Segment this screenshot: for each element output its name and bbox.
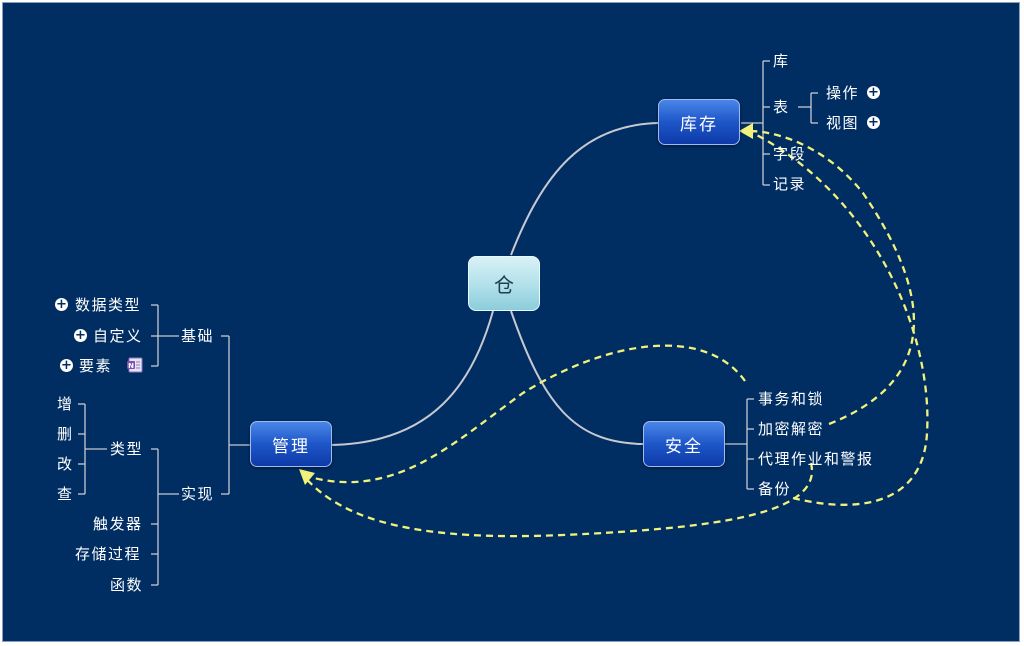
- connector-root-anquan: [510, 310, 644, 445]
- branch-guanli[interactable]: 管理: [250, 421, 332, 467]
- relation-anquan-to-kucun-1: [748, 129, 915, 426]
- topic-ku[interactable]: 库: [773, 52, 790, 70]
- branch-guanli-label: 管理: [272, 436, 310, 457]
- topic-shujuleixing[interactable]: 数据类型: [75, 296, 142, 314]
- connector-root-guanli: [330, 310, 494, 446]
- topic-shiwuhesuo[interactable]: 事务和锁: [758, 390, 825, 408]
- topic-jichu[interactable]: 基础: [181, 327, 215, 345]
- svg-text:N: N: [128, 362, 134, 370]
- topic-cunchuguocheng[interactable]: 存储过程: [75, 545, 142, 563]
- expand-shitu-plus-circle-icon[interactable]: +: [867, 115, 880, 130]
- topic-shixian[interactable]: 实现: [181, 485, 215, 503]
- topic-gai[interactable]: 改: [57, 455, 74, 473]
- root-label: 仓: [494, 273, 514, 297]
- topic-zeng[interactable]: 增: [57, 395, 74, 413]
- arrowhead-guanli: [299, 469, 315, 485]
- topic-hanshu[interactable]: 函数: [110, 576, 144, 594]
- kucun-bracket: [741, 60, 818, 186]
- topic-jiamijiemi[interactable]: 加密解密: [758, 420, 825, 438]
- connector-layer: [78, 60, 929, 586]
- topic-caozuo[interactable]: 操作: [826, 84, 860, 102]
- expand-yaosu-plus-circle-icon[interactable]: +: [60, 358, 73, 373]
- topic-ziduan[interactable]: 字段: [773, 145, 807, 163]
- topic-shitu[interactable]: 视图: [826, 114, 860, 132]
- relation-arrows: [302, 129, 929, 538]
- notepad-icon[interactable]: N: [126, 356, 144, 374]
- connector-root-kucun: [510, 122, 659, 256]
- branch-anquan[interactable]: 安全: [643, 421, 725, 467]
- expand-zidingyi-plus-circle-icon[interactable]: +: [74, 328, 87, 343]
- anquan-bracket: [725, 398, 754, 490]
- topic-dailizuoye[interactable]: 代理作业和警报: [758, 450, 874, 468]
- relation-anquan-to-kucun-2: [748, 129, 929, 506]
- topic-biao[interactable]: 表: [773, 98, 790, 116]
- topic-zidingyi[interactable]: 自定义: [93, 327, 143, 345]
- expand-shujuleixing-plus-circle-icon[interactable]: +: [55, 297, 68, 312]
- relation-anquan-to-guanli-2: [302, 462, 814, 538]
- arrow-heads: [299, 123, 753, 485]
- branch-anquan-label: 安全: [665, 436, 703, 457]
- topic-beifen[interactable]: 备份: [758, 480, 792, 498]
- arrowhead-kucun: [739, 123, 753, 139]
- topic-jilu[interactable]: 记录: [773, 175, 807, 193]
- topic-chufaqi[interactable]: 触发器: [93, 515, 143, 533]
- branch-kucun[interactable]: 库存: [658, 99, 740, 145]
- topic-leixing[interactable]: 类型: [110, 440, 144, 458]
- guanli-bracket: [78, 304, 251, 586]
- branch-kucun-label: 库存: [680, 114, 718, 135]
- expand-caozuo-plus-circle-icon[interactable]: +: [867, 85, 880, 100]
- topic-cha[interactable]: 查: [57, 485, 74, 503]
- topic-shan[interactable]: 删: [57, 425, 74, 443]
- root-node[interactable]: 仓: [468, 256, 540, 311]
- relation-anquan-to-guanli-1: [302, 344, 746, 484]
- topic-yaosu[interactable]: 要素: [79, 357, 113, 375]
